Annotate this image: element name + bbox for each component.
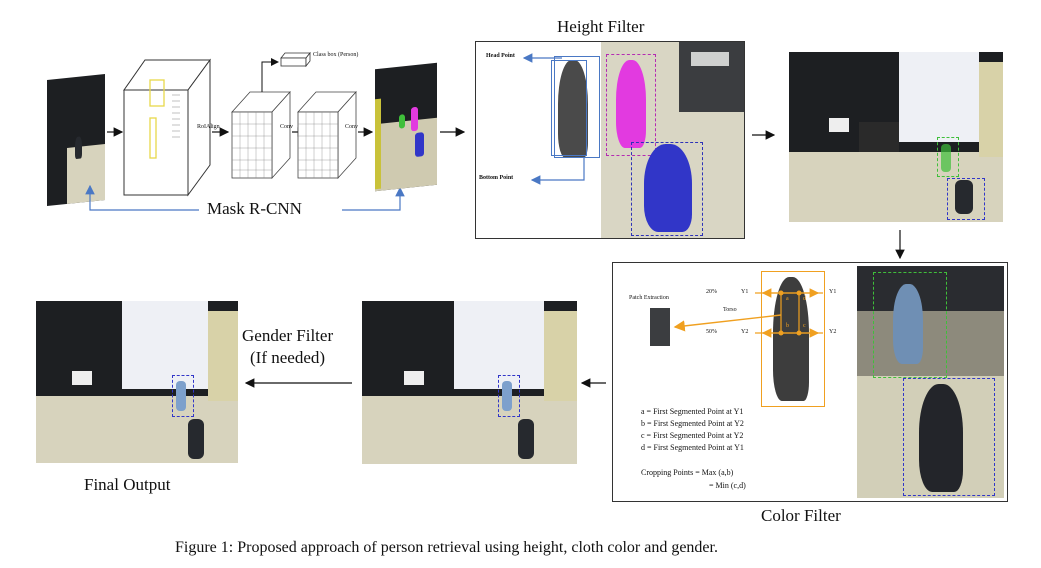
blue-person-mask [644,144,692,232]
y2-right-label: Y2 [829,329,837,335]
class-box-block [280,51,311,68]
person-silhouette [558,60,588,158]
conv-label-1: Conv [280,124,294,130]
percent-50-label: 50% [706,329,717,335]
backbone-block [123,58,211,197]
point-a-label: a [786,296,789,302]
bottom-point-arrow [530,158,585,185]
y1-left-label: Y1 [741,289,749,295]
color-silhouette-box [761,271,825,407]
definition-a: a = First Segmented Point at Y1 [641,407,744,416]
magenta-person-mask [616,60,646,148]
color-filter-title: Color Filter [761,506,841,525]
percent-20-label: 20% [706,289,717,295]
gender-filter-frame [362,301,577,464]
conv-feature-grid [297,90,357,180]
point-c-label: c [803,323,806,329]
roialign-label: RoIAlign [197,124,220,130]
color-filter-scene [857,266,1004,498]
definition-b: b = First Segmented Point at Y2 [641,419,744,428]
definition-d: d = First Segmented Point at Y1 [641,443,744,452]
point-b-label: b [786,323,789,329]
cropping-points-2: = Min (c,d) [709,481,746,490]
final-output-frame [36,301,238,463]
class-box-label: Class box (Person) [313,52,359,58]
color-filter-panel: Patch Extraction 20% Y1 Torso 50% Y2 a d… [612,262,1008,502]
patch-extraction-label: Patch Extraction [629,295,669,301]
figure-caption: Figure 1: Proposed approach of person re… [175,539,718,556]
height-filter-title: Height Filter [557,17,645,36]
segmented-frame [789,52,1003,222]
gender-filter-label-2: (If needed) [250,348,326,367]
mask-rcnn-label: Mask R-CNN [207,199,302,218]
head-point-label: Head Point [486,53,515,59]
final-output-label: Final Output [84,475,171,494]
conv-label-2: Conv [345,124,359,130]
class-box-branch [261,58,279,92]
cropping-points-1: Cropping Points = Max (a,b) [641,468,734,477]
mask-rcnn-output-image [375,62,437,192]
y1-right-label: Y1 [829,289,837,295]
bottom-point-label: Bottom Point [479,175,514,181]
y2-left-label: Y2 [741,329,749,335]
mask-rcnn-bracket-left [85,184,199,211]
torso-label: Torso [723,307,737,313]
point-d-label: d [803,296,806,302]
silhouette-bounding-box [554,56,600,158]
silhouette-bounding-box-inner [551,60,587,156]
gender-filter-label-1: Gender Filter [242,326,334,345]
extracted-patch [650,308,670,346]
color-silhouette [773,277,809,401]
mask-rcnn-bracket-right [342,186,405,211]
height-filter-panel: Head Point Bottom Point [475,41,745,239]
blue-bounding-box [631,142,703,236]
definition-c: c = First Segmented Point at Y2 [641,431,744,440]
roialign-feature-grid [231,90,291,180]
